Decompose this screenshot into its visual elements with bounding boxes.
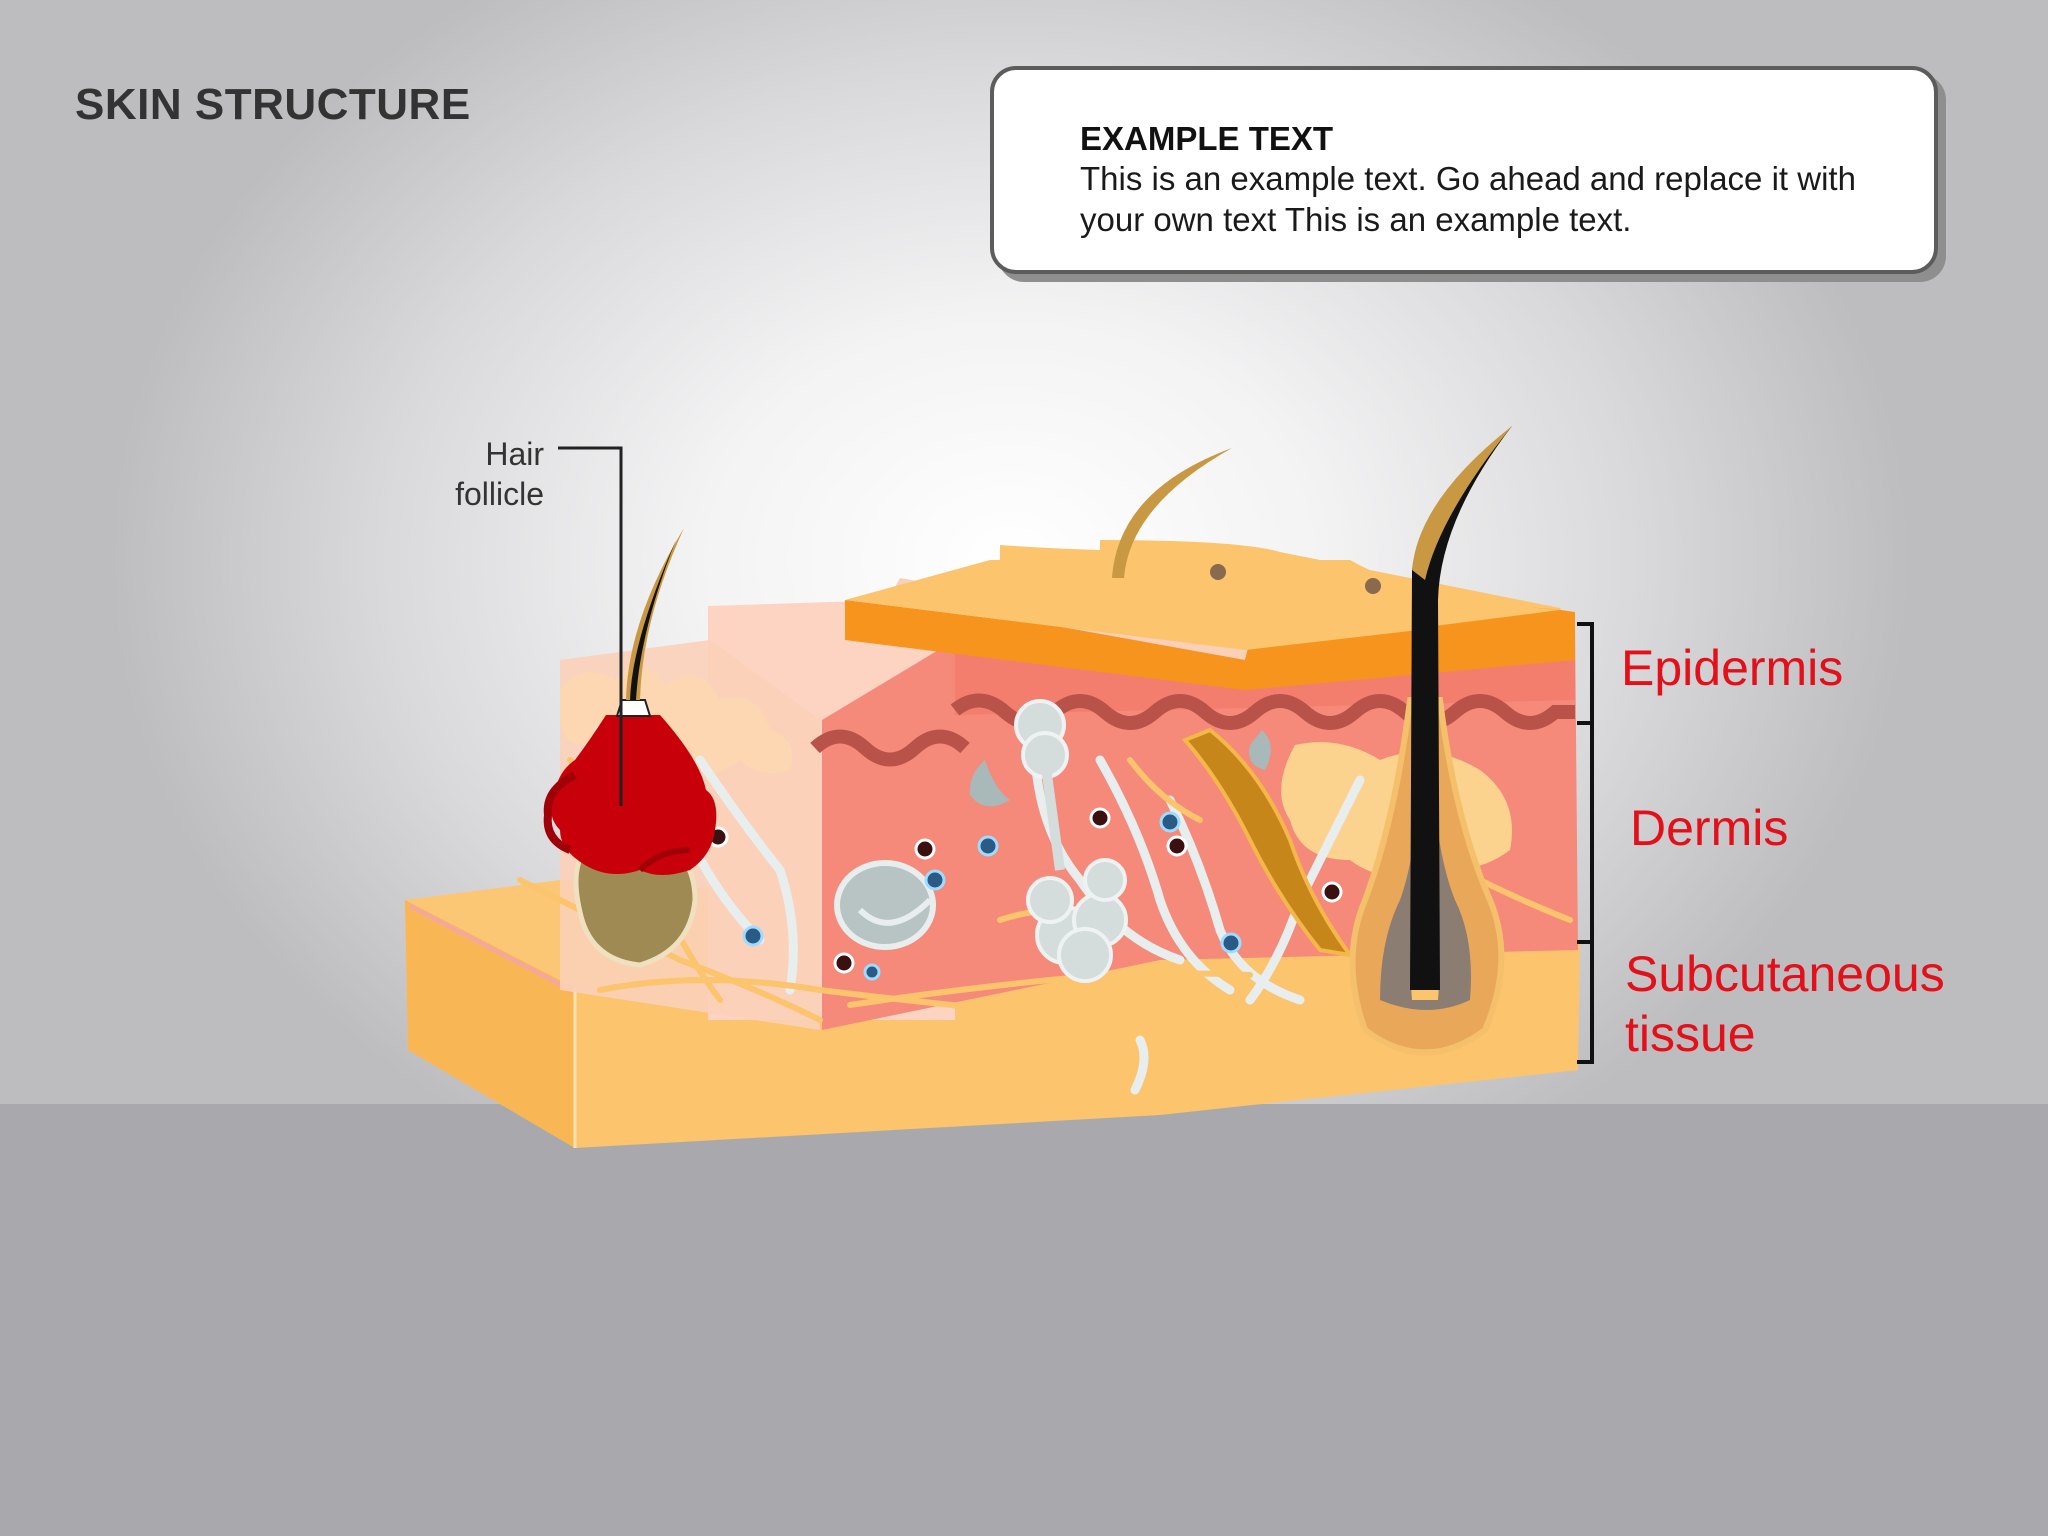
slide-title: SKIN STRUCTURE: [75, 80, 471, 129]
background-lower: [0, 1104, 2048, 1536]
subcutaneous-label-line2: tissue: [1625, 1006, 1756, 1062]
text-box-body: This is an example text. Go ahead and re…: [1080, 160, 1856, 238]
pacinian-corpuscle: [834, 860, 936, 950]
subcutaneous-label-line1: Subcutaneous: [1625, 946, 1945, 1002]
sweat-gland: [1014, 699, 1128, 983]
hair-follicle-label-line2: follicle: [455, 476, 544, 512]
epidermis-label: Epidermis: [1621, 640, 1844, 696]
hair-follicle-label: Hair follicle: [432, 434, 544, 514]
subcutaneous-label: Subcutaneous tissue: [1625, 944, 1945, 1064]
text-box-heading: EXAMPLE TEXT: [1080, 120, 1334, 157]
hair-follicle-left: [543, 528, 717, 968]
sebaceous-drops: [969, 730, 1271, 807]
blood-vessel-dots: [707, 807, 1343, 981]
dermis-label: Dermis: [1630, 800, 1789, 856]
hair-follicle-large: [1349, 426, 1512, 1056]
hair-follicle-label-line1: Hair: [485, 436, 544, 472]
layer-bracket: [1577, 622, 1594, 1064]
hair-shaft-small: [1112, 448, 1232, 578]
epidermis-layer: [810, 540, 1575, 767]
hair-follicle-leader: [558, 446, 623, 806]
example-text-box: EXAMPLE TEXT This is an example text. Go…: [990, 66, 1938, 274]
